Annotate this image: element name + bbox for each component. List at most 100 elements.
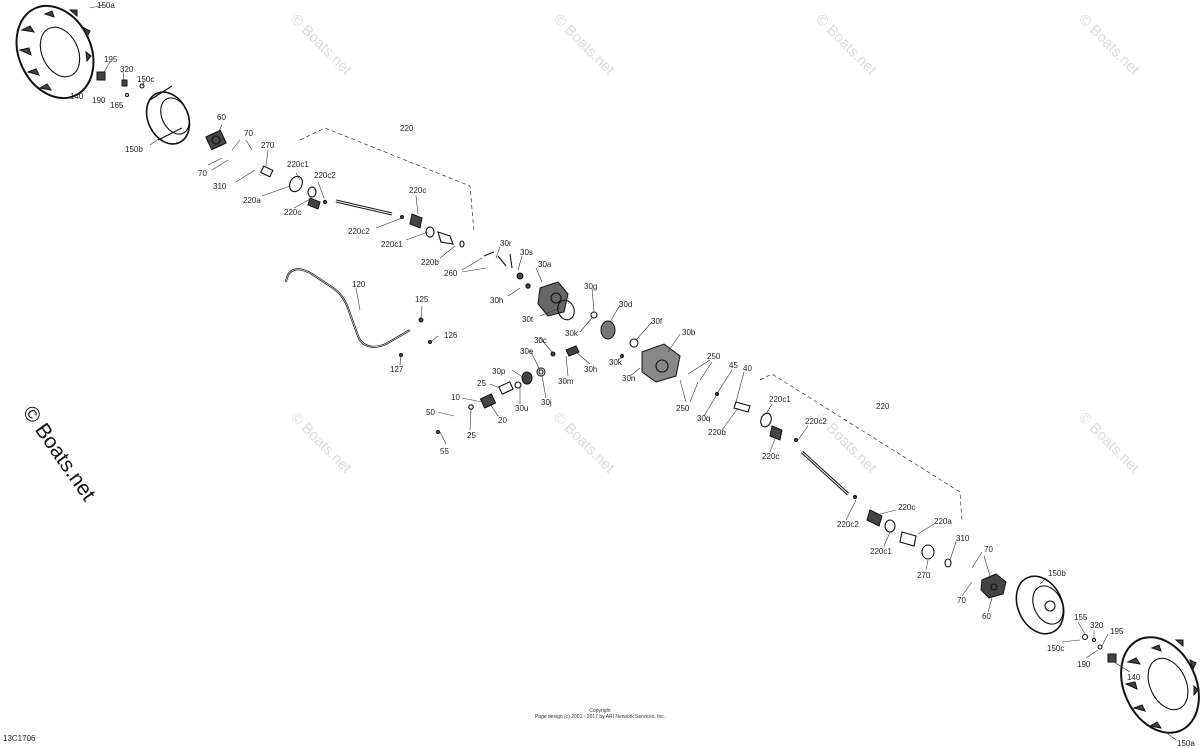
part-label: 220c1 (381, 240, 403, 249)
part-label: 30e (520, 347, 534, 356)
part-label: 30q (697, 414, 710, 423)
differential-housing (483, 251, 681, 383)
part-label: 30r (500, 239, 512, 248)
part-label: 55 (440, 447, 449, 456)
part-label: 195 (1110, 627, 1124, 636)
part-label: 30n (622, 374, 635, 383)
part-label: 30f (651, 317, 663, 326)
part-label: 220a (934, 517, 952, 526)
part-label: 30b (682, 328, 696, 337)
part-label: 320 (120, 65, 134, 74)
part-label: 70 (957, 596, 966, 605)
leader-lines (89, 4, 1177, 741)
part-label: 250 (676, 404, 690, 413)
part-label: 10 (451, 393, 460, 402)
part-label: 270 (917, 571, 931, 580)
part-label: 150a (1177, 739, 1195, 748)
part-label: 220a (243, 196, 261, 205)
part-label: 220b (708, 428, 726, 437)
part-label: 220c (898, 503, 915, 512)
hub-top-left (205, 129, 227, 151)
part-label: 155 (1074, 613, 1088, 622)
watermark: © Boats.net (1075, 409, 1143, 477)
rim-top-left (145, 85, 191, 145)
side-watermark: © Boats.net (18, 402, 100, 505)
part-label: 310 (956, 534, 970, 543)
part-label: 50 (426, 408, 435, 417)
part-label: 220c2 (314, 171, 336, 180)
part-label: 220c2 (805, 417, 827, 426)
part-label: 30a (538, 260, 552, 269)
part-label: 30k (609, 358, 623, 367)
part-label: 30h (490, 296, 503, 305)
part-label: 60 (982, 612, 991, 621)
part-label: 190 (92, 96, 106, 105)
part-label: 25 (467, 431, 476, 440)
part-label: 30p (492, 367, 506, 376)
tire-bottom-right (1120, 636, 1200, 734)
part-label: 70 (244, 129, 253, 138)
part-label: 150c (1047, 644, 1064, 653)
part-labels: 150a 195 320 150c 140 190 165 150b 60 70… (70, 1, 1195, 748)
watermark: © Boats.net (812, 11, 880, 79)
part-label: 30j (541, 398, 552, 407)
driveshaft-bottom (715, 392, 952, 568)
part-label: 120 (352, 280, 366, 289)
part-label: 190 (1077, 660, 1091, 669)
part-label: 127 (390, 365, 404, 374)
part-label: 150b (125, 145, 143, 154)
bracket-line-220-top (299, 127, 475, 233)
part-label: 150a (97, 1, 115, 10)
part-label: 25 (477, 379, 486, 388)
part-label: 30d (619, 300, 632, 309)
part-label: 250 (707, 352, 721, 361)
part-label: 125 (415, 295, 429, 304)
part-label: 220c1 (769, 395, 791, 404)
part-label: 220 (400, 124, 414, 133)
part-label: 220 (876, 402, 890, 411)
part-label: 126 (444, 331, 458, 340)
watermark: © Boats.net (550, 11, 618, 79)
part-label: 270 (261, 141, 275, 150)
hub-bottom-right (980, 573, 1007, 599)
part-label: 140 (70, 92, 84, 101)
part-label: 70 (198, 169, 207, 178)
part-label: 220c2 (348, 227, 370, 236)
lug-nuts-bottom-right (1081, 633, 1117, 663)
part-label: 30s (520, 248, 533, 257)
part-label: 220c (762, 452, 779, 461)
part-label: 310 (213, 182, 227, 191)
part-label: 30k (565, 329, 579, 338)
copyright-text: Page design (c) 2001 - 2017 by ARI Netwo… (534, 714, 666, 720)
part-label: 220c1 (287, 160, 309, 169)
part-label: 40 (743, 364, 752, 373)
part-label: 30g (584, 282, 597, 291)
watermark: © Boats.net (550, 409, 618, 477)
watermark-group: © Boats.net © Boats.net © Boats.net © Bo… (18, 11, 1143, 505)
pinion-assembly (436, 345, 580, 434)
tire-top-left (15, 4, 95, 100)
part-label: 220c2 (837, 520, 859, 529)
watermark: © Boats.net (1075, 11, 1143, 79)
part-label: 220c (284, 208, 301, 217)
part-label: 140 (1127, 673, 1141, 682)
part-label: 30t (522, 315, 534, 324)
part-label: 20 (498, 416, 507, 425)
part-label: 260 (444, 269, 458, 278)
part-label: 165 (110, 101, 124, 110)
drawing-code: 13C1706 (3, 734, 36, 743)
copyright-notice: Copyright Page design (c) 2001 - 2017 by… (500, 708, 700, 720)
part-label: 30c (534, 336, 547, 345)
driveshaft-top (260, 165, 465, 248)
part-label: 45 (729, 361, 738, 370)
watermark: © Boats.net (287, 11, 355, 79)
part-label: 150c (137, 75, 154, 84)
watermark: © Boats.net (287, 409, 355, 477)
part-label: 70 (984, 545, 993, 554)
part-label: 30u (515, 404, 528, 413)
part-label: 30h (584, 365, 597, 374)
part-label: 320 (1090, 621, 1104, 630)
part-label: 220c (409, 186, 426, 195)
part-label: 150b (1048, 569, 1066, 578)
part-label: 30m (558, 377, 574, 386)
